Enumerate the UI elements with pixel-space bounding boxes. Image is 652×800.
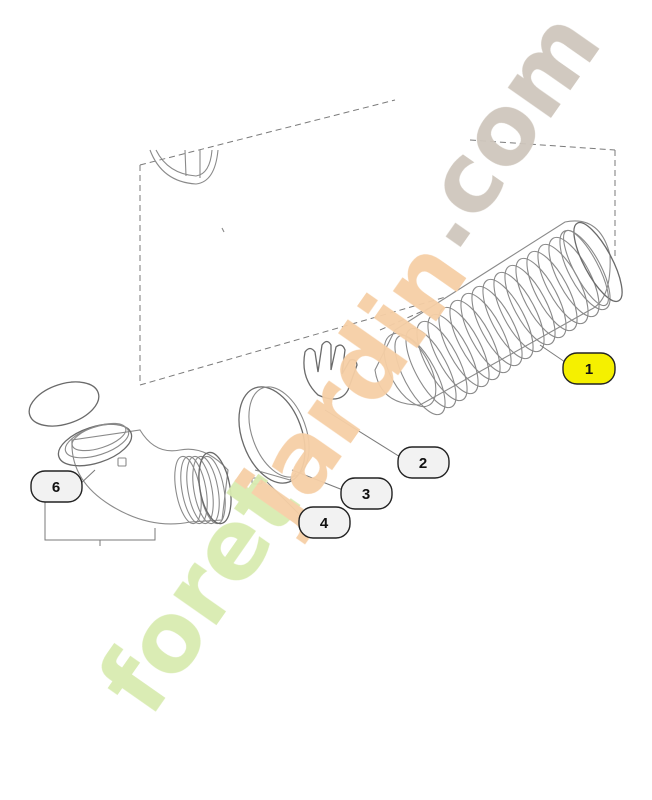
elbow-connector-part bbox=[57, 422, 232, 525]
bellows-rib bbox=[438, 306, 490, 388]
callout-4-label: 4 bbox=[320, 515, 329, 532]
bellows-rib bbox=[405, 327, 457, 409]
callout-1-label: 1 bbox=[585, 361, 593, 378]
bellows-rib bbox=[559, 229, 611, 311]
top-partial-part bbox=[149, 149, 225, 233]
callout-2[interactable]: 2 bbox=[397, 446, 450, 479]
bellows-rib bbox=[449, 299, 501, 381]
callout-2-label: 2 bbox=[419, 455, 427, 472]
bracket-lines bbox=[44, 495, 156, 546]
bellows-rib bbox=[394, 334, 446, 416]
callout-3-label: 3 bbox=[362, 486, 370, 503]
bellows-rib bbox=[416, 320, 468, 402]
leader-lines bbox=[77, 344, 566, 521]
bellows-rib bbox=[460, 292, 512, 374]
bellows-rib bbox=[482, 278, 534, 360]
watermark: foret jardin .com bbox=[77, 0, 623, 733]
elbow-rib bbox=[180, 455, 208, 525]
bellows-rib bbox=[427, 313, 479, 395]
bellows-hose-part bbox=[374, 220, 623, 416]
callout-1[interactable]: 1 bbox=[562, 352, 616, 385]
bellows-rib bbox=[526, 250, 578, 332]
bellows-rib bbox=[515, 257, 567, 339]
bellows-ribs bbox=[394, 229, 611, 416]
o-ring-part bbox=[28, 381, 100, 427]
bellows-rib bbox=[471, 285, 523, 367]
callout-3[interactable]: 3 bbox=[340, 477, 393, 510]
bellows-rib bbox=[548, 236, 600, 318]
callout-4[interactable]: 4 bbox=[298, 506, 351, 539]
bellows-rib bbox=[493, 271, 545, 353]
callout-6[interactable]: 6 bbox=[30, 470, 83, 503]
elbow-rib bbox=[192, 455, 220, 525]
callout-6-label: 6 bbox=[52, 479, 60, 496]
hose-clamp-part bbox=[238, 386, 310, 485]
clip-part bbox=[303, 340, 358, 400]
elbow-rib bbox=[186, 455, 214, 525]
bellows-rib bbox=[504, 264, 556, 346]
